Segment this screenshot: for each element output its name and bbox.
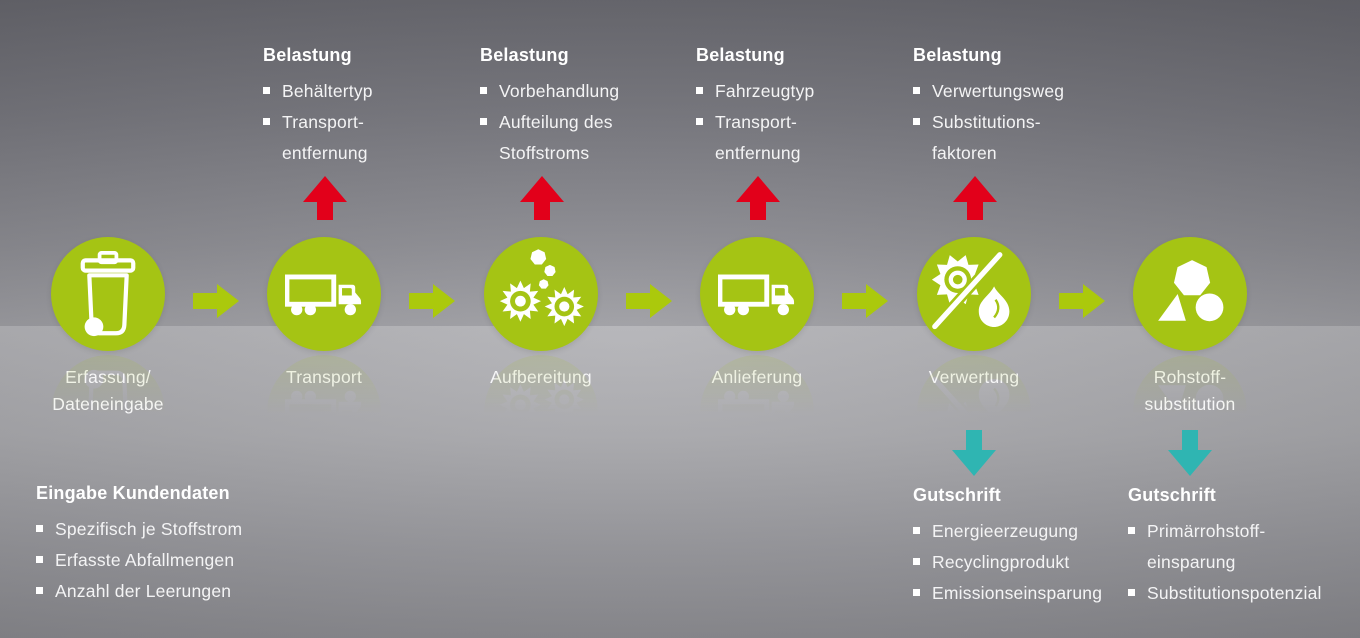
bullet-square-icon	[913, 87, 920, 94]
gutschrift-item: Emissionseinsparung	[913, 578, 1102, 609]
bullet-square-icon	[913, 118, 920, 125]
gears-icon	[484, 237, 598, 351]
belastung-item: Aufteilung des Stoffstroms	[480, 107, 619, 169]
belastung-block-transport: Belastung Behältertyp Transport- entfern…	[263, 44, 373, 169]
gutschrift-block-rohstoffsubstitution: Gutschrift Primärrohstoff- einsparung Su…	[1128, 484, 1322, 609]
bullet-square-icon	[480, 118, 487, 125]
kundendaten-item: Spezifisch je Stoffstrom	[36, 514, 242, 545]
sun-and-flame-icon	[917, 237, 1031, 351]
flow-right-arrow-icon	[193, 284, 239, 318]
bullet-square-icon	[1128, 589, 1135, 596]
gutschrift-item: Substitutionspotenzial	[1128, 578, 1322, 609]
step-erfassung: Erfassung/ Dateneingabe	[51, 237, 165, 469]
truck-icon	[267, 237, 381, 351]
bullet-square-icon	[36, 556, 43, 563]
credit-down-arrow-icon	[952, 430, 996, 476]
belastung-block-aufbereitung: Belastung Vorbehandlung Aufteilung des S…	[480, 44, 619, 169]
background-floor	[0, 326, 1360, 638]
gutschrift-item: Energieerzeugung	[913, 516, 1102, 547]
burden-up-arrow-icon	[520, 176, 564, 220]
gutschrift-title: Gutschrift	[1128, 485, 1217, 505]
belastung-block-anlieferung: Belastung Fahrzeugtyp Transport- entfern…	[696, 44, 814, 169]
belastung-title: Belastung	[480, 45, 569, 65]
belastung-block-verwertung: Belastung Verwertungsweg Substitutions- …	[913, 44, 1064, 169]
step-label: Transport	[285, 367, 363, 387]
credit-down-arrow-icon	[1168, 430, 1212, 476]
flow-right-arrow-icon	[409, 284, 455, 318]
burden-up-arrow-icon	[736, 176, 780, 220]
belastung-item: Vorbehandlung	[480, 76, 619, 107]
bullet-square-icon	[1128, 527, 1135, 534]
bullet-square-icon	[480, 87, 487, 94]
flow-right-arrow-icon	[1059, 284, 1105, 318]
kundendaten-block: Eingabe Kundendaten Spezifisch je Stoffs…	[36, 482, 242, 607]
bullet-square-icon	[263, 118, 270, 125]
step-verwertung: Verwertung	[917, 237, 1031, 469]
burden-up-arrow-icon	[303, 176, 347, 220]
belastung-item: Substitutions- faktoren	[913, 107, 1064, 169]
burden-up-arrow-icon	[953, 176, 997, 220]
belastung-item: Transport- entfernung	[696, 107, 814, 169]
truck-icon	[700, 237, 814, 351]
kundendaten-title: Eingabe Kundendaten	[36, 483, 230, 503]
step-aufbereitung: Aufbereitung	[484, 237, 598, 469]
belastung-title: Belastung	[696, 45, 785, 65]
bullet-square-icon	[913, 589, 920, 596]
belastung-item: Behältertyp	[263, 76, 373, 107]
flow-right-arrow-icon	[626, 284, 672, 318]
step-rohstoffsubstitution: Rohstoff- substitution	[1133, 237, 1247, 469]
flow-right-arrow-icon	[842, 284, 888, 318]
gutschrift-block-verwertung: Gutschrift Energieerzeugung Recyclingpro…	[913, 484, 1102, 609]
bullet-square-icon	[913, 527, 920, 534]
kundendaten-item: Erfasste Abfallmengen	[36, 545, 242, 576]
step-transport: Transport	[267, 237, 381, 469]
bullet-square-icon	[696, 118, 703, 125]
belastung-item: Fahrzeugtyp	[696, 76, 814, 107]
belastung-item: Verwertungsweg	[913, 76, 1064, 107]
gutschrift-title: Gutschrift	[913, 485, 1002, 505]
gutschrift-item: Recyclingprodukt	[913, 547, 1102, 578]
step-label: Aufbereitung	[490, 367, 592, 387]
background-wall	[0, 0, 1360, 326]
bullet-square-icon	[696, 87, 703, 94]
belastung-title: Belastung	[913, 45, 1002, 65]
step-label: Verwertung	[928, 367, 1020, 387]
belastung-item: Transport- entfernung	[263, 107, 373, 169]
bullet-square-icon	[913, 558, 920, 565]
belastung-title: Belastung	[263, 45, 352, 65]
gutschrift-item: Primärrohstoff- einsparung	[1128, 516, 1322, 578]
kundendaten-item: Anzahl der Leerungen	[36, 576, 242, 607]
bullet-square-icon	[36, 587, 43, 594]
step-anlieferung: Anlieferung	[700, 237, 814, 469]
bullet-square-icon	[36, 525, 43, 532]
step-label: Anlieferung	[711, 367, 803, 387]
bullet-square-icon	[263, 87, 270, 94]
waste-bin-icon	[51, 237, 165, 351]
raw-material-shapes-icon	[1133, 237, 1247, 351]
step-label: Rohstoff- substitution	[1144, 367, 1236, 414]
step-label: Erfassung/ Dateneingabe	[52, 367, 164, 414]
